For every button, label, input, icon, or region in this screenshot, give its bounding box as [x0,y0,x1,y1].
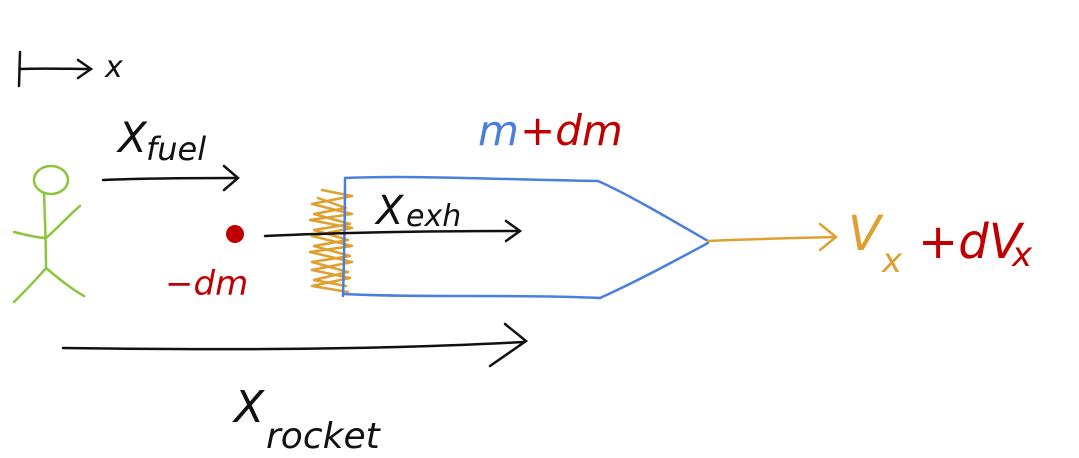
axis-label: x [104,50,123,85]
x-fuel-label-sub: fuel [146,130,206,168]
x-fuel-arrow [101,164,240,192]
x-exh-arrow [263,219,523,243]
x-rocket-label-sub: rocket [266,416,382,457]
x-exh-label-main: X [374,188,405,234]
axis-indicator [17,50,94,88]
velocity-arrow [706,222,838,252]
rocket-mass-plus-dm: +dm [520,106,623,155]
neg-dm-label: −dm [165,264,248,304]
velocity-v-main: V [848,206,884,262]
x-rocket-label-main: X [232,382,265,433]
dot-icon [226,225,244,243]
velocity-dv: +dV [918,214,1025,270]
x-exh-label-sub: exh [406,199,461,234]
x-rocket-arrow [61,322,529,368]
rocket-outline-icon [341,175,710,300]
stick-figure-icon [12,164,86,304]
x-fuel-label-main: X [116,113,148,162]
velocity-v-sub: x [881,241,903,281]
velocity-dv-sub: x [1011,235,1033,275]
rocket-mass-m: m [478,106,519,155]
